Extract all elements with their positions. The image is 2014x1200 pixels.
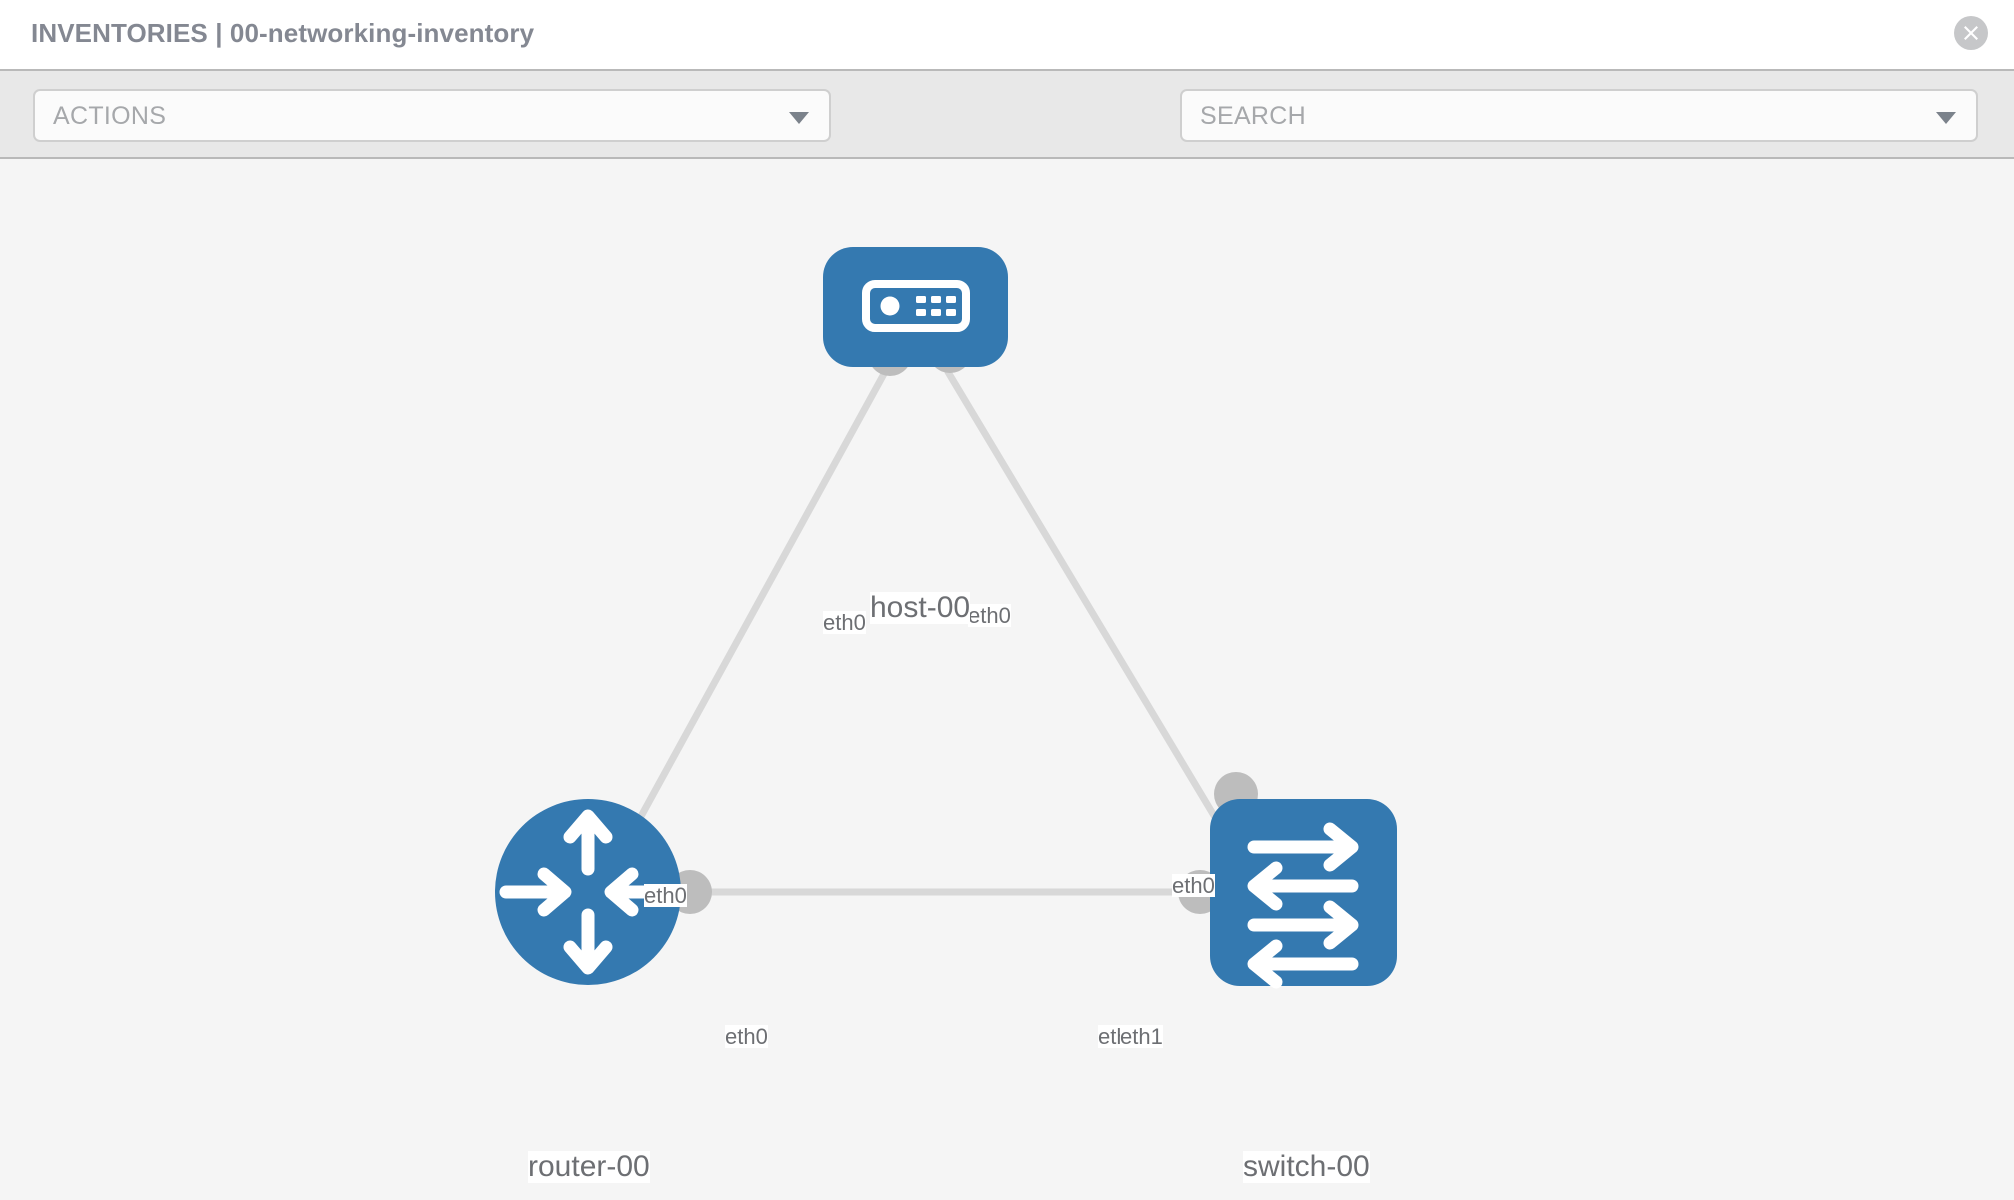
search-input[interactable]: SEARCH [1180,89,1978,142]
link-host-router[interactable] [607,368,889,875]
topology-canvas[interactable]: eth0 eth0 eth0 eth0 eth1 eth0 eth0 host-… [0,159,2014,1200]
actions-dropdown[interactable]: ACTIONS [33,89,831,142]
close-icon[interactable] [1954,16,1988,50]
node-switch-00[interactable] [1210,799,1397,989]
node-router-00[interactable] [495,799,681,985]
toolbar: ACTIONS SEARCH [0,69,2014,197]
chevron-down-icon [1936,112,1956,124]
edge-label: eth1 [1120,1024,1163,1049]
node-label-router: router-00 [528,1150,650,1183]
topology-links [607,368,1244,896]
edge-label: eth0 [644,883,687,908]
node-label-switch: switch-00 [1243,1150,1370,1183]
actions-dropdown-label: ACTIONS [53,102,167,130]
page-header: INVENTORIES | 00-networking-inventory [0,0,2014,69]
edge-label: eth0 [823,610,866,635]
search-placeholder: SEARCH [1200,102,1306,130]
topology-graph [495,247,1397,989]
edge-label: eth0 [968,603,1011,628]
page-title: INVENTORIES | 00-networking-inventory [31,18,535,48]
link-host-switch[interactable] [944,368,1244,863]
edge-label: eth0 [1172,873,1215,898]
node-label-host: host-00 [870,591,971,624]
edge-label: eth0 [725,1024,768,1049]
chevron-down-icon [789,112,809,124]
node-host-00[interactable] [823,247,1008,367]
